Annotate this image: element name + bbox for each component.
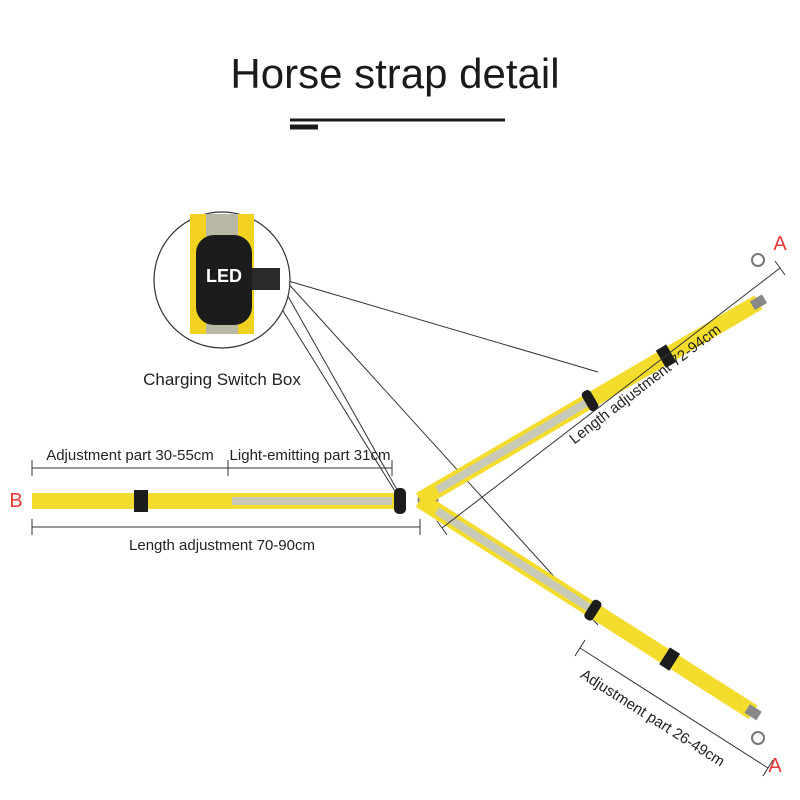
led-text: LED [206,266,242,286]
adjustment-part-left-label: Adjustment part 30-55cm [46,447,214,464]
led-box-left [394,488,406,514]
reflective-stripe-left [232,497,392,505]
buckle-left [134,490,148,512]
marker-a-bottom: A [768,755,782,777]
charging-switch-box-callout: LED [153,211,291,349]
dimension-line-upper [436,260,786,536]
reflective-stripe-lower [434,507,591,611]
reflective-stripe-upper [435,399,588,494]
led-box-upper [581,390,599,412]
dimension-lines-left [31,460,421,535]
charging-switch-box-label: Charging Switch Box [143,370,301,389]
led-box [196,235,252,325]
light-emitting-part-label: Light-emitting part 31cm [230,447,391,464]
dimension-line-lower [574,639,774,777]
buckle-lower [659,647,681,671]
marker-a-top: A [773,233,787,255]
clip-lower-icon [751,731,765,745]
left-strap [32,488,406,514]
lower-right-strap [415,493,762,721]
upper-right-strap [415,294,768,507]
page-title: Horse strap detail [230,50,559,97]
length-adjustment-left-label: Length adjustment 70-90cm [129,537,315,554]
clip-upper-icon [751,253,765,267]
led-box-lower [584,599,602,621]
marker-b: B [9,490,22,512]
length-adjustment-upper-label: Length adjustment 72-94cm [566,321,724,448]
callout-leader-lines [269,279,599,626]
